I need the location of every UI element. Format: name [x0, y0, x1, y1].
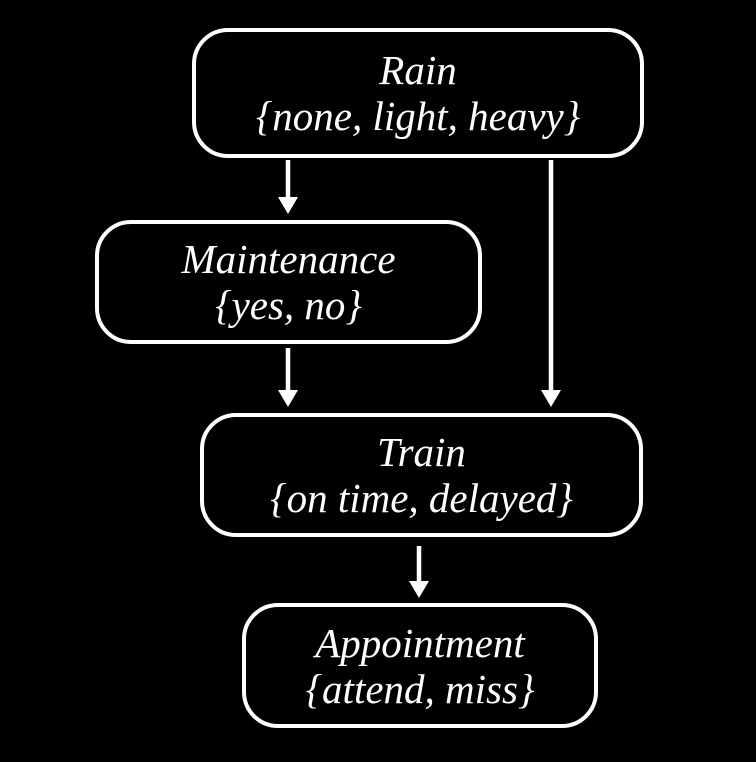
node-label: Appointment — [315, 619, 525, 666]
node-appointment: Appointment{attend, miss} — [242, 603, 598, 728]
edge-rain-to-maintenance — [278, 160, 298, 214]
node-rain: Rain{none, light, heavy} — [192, 28, 644, 158]
node-maintenance: Maintenance{yes, no} — [95, 220, 482, 344]
node-label: Rain — [379, 47, 457, 93]
node-label: Maintenance — [181, 236, 396, 282]
arrowhead-icon — [278, 390, 298, 407]
edge-rain-to-train — [541, 160, 561, 407]
node-values: {on time, delayed} — [270, 475, 573, 521]
node-values: {none, light, heavy} — [255, 93, 581, 139]
arrowhead-icon — [409, 581, 429, 598]
node-label: Train — [377, 429, 466, 475]
node-train: Train{on time, delayed} — [200, 413, 643, 537]
node-values: {yes, no} — [215, 282, 362, 328]
arrowhead-icon — [278, 197, 298, 214]
node-values: {attend, miss} — [305, 665, 535, 712]
arrowhead-icon — [541, 390, 561, 407]
edge-maintenance-to-train — [278, 348, 298, 407]
edge-train-to-appointment — [409, 546, 429, 598]
